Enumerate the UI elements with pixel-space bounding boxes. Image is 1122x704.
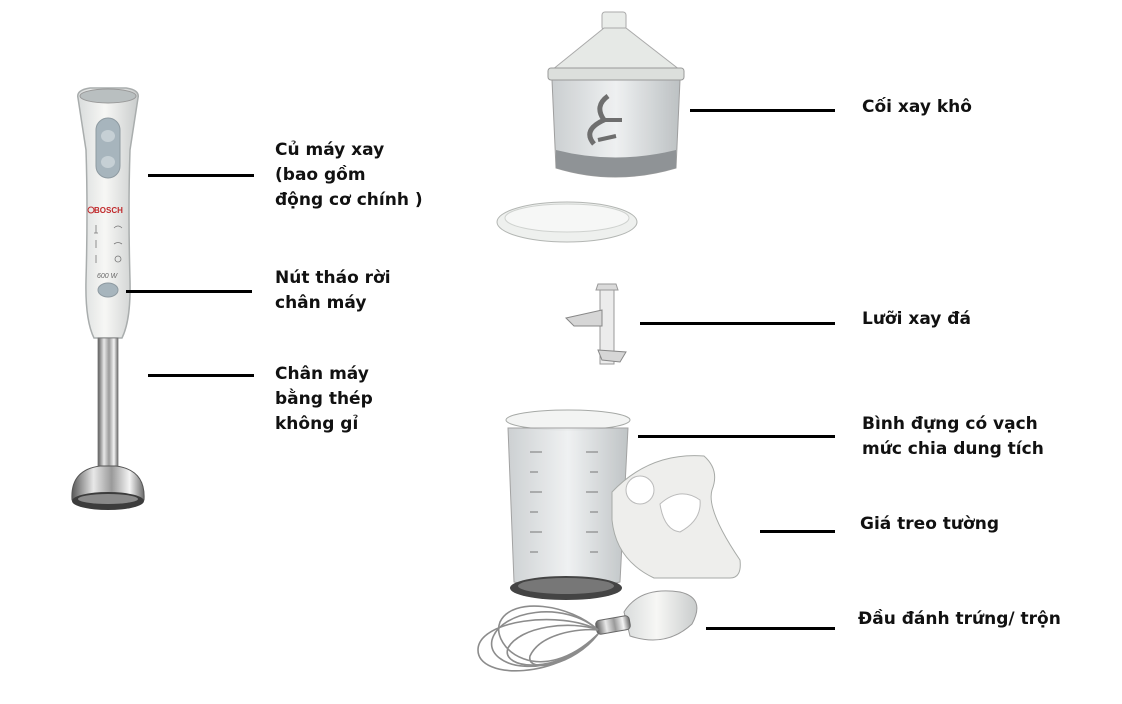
measuring-beaker (505, 409, 631, 600)
label-measuring-beaker: Bình đựng có vạch mức chia dung tích (862, 414, 1044, 459)
chopper-bowl (496, 11, 685, 243)
brand-text: BOSCH (94, 206, 123, 215)
label-motor-unit: Củ máy xay (bao gồm động cơ chính ) (275, 140, 423, 210)
whisk (477, 590, 698, 672)
label-wall-holder: Giá treo tường (860, 514, 999, 534)
label-ice-blade: Lưỡi xay đá (862, 309, 971, 329)
leader-line-wall-holder (760, 530, 835, 533)
leader-line-measuring-beaker (638, 435, 835, 438)
leader-line-ice-blade (640, 322, 835, 325)
leader-line-whisk (706, 627, 835, 630)
ice-blade (565, 283, 627, 365)
power-text: 600 W (97, 273, 119, 280)
leader-line-release-button (126, 290, 252, 293)
wall-holder (611, 455, 741, 579)
label-release-button: Nút tháo rời chân máy (275, 268, 391, 313)
label-chopper-bowl: Cối xay khô (862, 97, 972, 117)
leader-line-motor-unit (148, 174, 254, 177)
hand-blender: BOSCH 600 W (71, 87, 145, 510)
label-steel-shaft: Chân máy bằng thép không gỉ (275, 364, 373, 434)
leader-line-steel-shaft (148, 374, 254, 377)
leader-line-chopper-bowl (690, 109, 835, 112)
label-whisk: Đầu đánh trứng/ trộn (858, 609, 1061, 629)
